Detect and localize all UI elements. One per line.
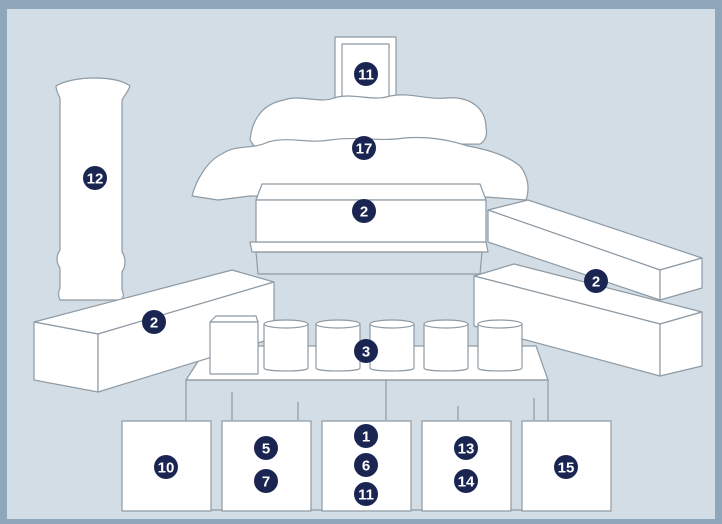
svg-text:15: 15 [558, 460, 575, 477]
offering-box [209, 315, 259, 375]
svg-text:10: 10 [158, 460, 175, 477]
badge-box-5: 15 [554, 455, 578, 479]
svg-text:7: 7 [262, 474, 270, 491]
offering-drum-5 [477, 319, 523, 372]
badge-box-3-bottom: 11 [354, 482, 378, 506]
badge-flowers: 17 [352, 136, 376, 160]
svg-text:6: 6 [362, 458, 370, 475]
svg-text:13: 13 [458, 441, 475, 458]
badge-box-2-bottom: 7 [254, 469, 278, 493]
coffin-right-front [473, 263, 703, 377]
coffin-right-back [487, 199, 703, 301]
coffin-left [33, 269, 275, 393]
badge-box-1: 10 [154, 455, 178, 479]
offering-drum-1 [263, 319, 309, 372]
badge-coffin-center: 2 [352, 199, 376, 223]
svg-text:2: 2 [592, 274, 600, 291]
offering-drum-3 [369, 319, 415, 372]
svg-text:2: 2 [150, 315, 158, 332]
offering-drum-4 [423, 319, 469, 372]
badge-coffin-right: 2 [584, 269, 608, 293]
svg-text:12: 12 [87, 171, 104, 188]
badge-box-4-top: 13 [454, 436, 478, 460]
badge-box-2-top: 5 [254, 436, 278, 460]
svg-text:14: 14 [458, 474, 475, 491]
svg-text:11: 11 [358, 67, 374, 84]
offering-drum-2 [315, 319, 361, 372]
badge-box-3-middle: 6 [354, 453, 378, 477]
svg-text:3: 3 [362, 344, 370, 361]
badge-lantern: 12 [83, 166, 107, 190]
svg-text:1: 1 [362, 429, 370, 446]
svg-text:5: 5 [262, 441, 270, 458]
badge-offerings: 3 [354, 339, 378, 363]
svg-text:17: 17 [356, 141, 373, 158]
badge-portrait: 11 [354, 62, 378, 86]
svg-text:2: 2 [360, 204, 368, 221]
badge-box-4-bottom: 14 [454, 469, 478, 493]
svg-text:11: 11 [358, 487, 374, 504]
front-box-2 [221, 420, 312, 512]
front-box-4 [421, 420, 512, 512]
badge-coffin-left: 2 [142, 310, 166, 334]
badge-box-3-top: 1 [354, 424, 378, 448]
